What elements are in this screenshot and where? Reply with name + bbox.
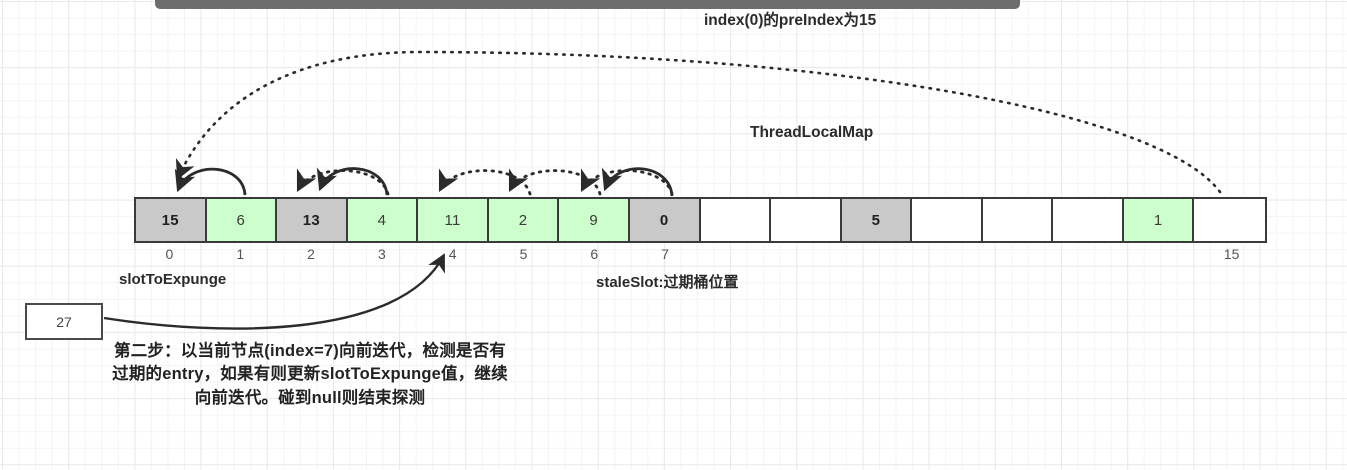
- table-cell-3: 4: [347, 199, 419, 241]
- table-cell-12: [982, 199, 1054, 241]
- index-label-1: 1: [236, 246, 245, 262]
- index-label-3: 3: [377, 246, 386, 262]
- index-label-7: 7: [661, 246, 669, 262]
- index-label-0: 0: [165, 246, 174, 262]
- table-cell-0: 15: [136, 199, 207, 241]
- index-ruler: 0 1 2 3 4 5 6 7 15: [134, 246, 1267, 268]
- table-cell-11: [912, 199, 983, 241]
- index-label-6: 6: [590, 246, 599, 262]
- table-cell-4: 11: [418, 199, 489, 241]
- index-label-5: 5: [519, 246, 528, 262]
- label-threadlocalmap: ThreadLocalMap: [750, 124, 874, 141]
- table-cell-8: [700, 199, 772, 241]
- horizontal-scrollbar[interactable]: [155, 0, 1020, 9]
- table-cell-6: 9: [559, 199, 630, 241]
- note-box-27[interactable]: 27: [25, 303, 103, 340]
- table-cell-1: 6: [206, 199, 278, 241]
- table-cell-7: 0: [629, 199, 701, 241]
- table-cell-10: 5: [841, 199, 913, 241]
- label-pre-index: index(0)的preIndex为15: [704, 12, 877, 29]
- label-stale-slot: staleSlot:过期桶位置: [596, 274, 739, 291]
- index-label-15: 15: [1223, 246, 1240, 262]
- index-label-4: 4: [448, 246, 457, 262]
- table-cell-13: [1053, 199, 1124, 241]
- table-cell-15: [1194, 199, 1265, 241]
- label-slot-to-expunge: slotToExpunge: [119, 271, 227, 288]
- table-cell-9: [771, 199, 842, 241]
- table-cell-14: 1: [1123, 199, 1195, 241]
- table-cell-2: 13: [277, 199, 348, 241]
- index-label-2: 2: [307, 246, 315, 262]
- table-cell-5: 2: [488, 199, 560, 241]
- step-caption: 第二步：以当前节点(index=7)向前迭代，检测是否有过期的entry，如果有…: [112, 342, 508, 407]
